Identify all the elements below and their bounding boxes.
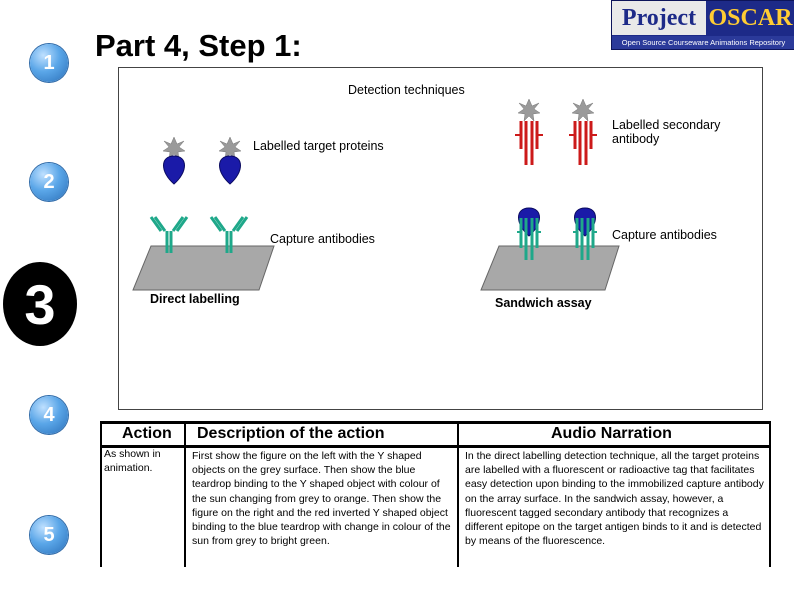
step-4-number: 4 (43, 403, 55, 426)
surface-right (480, 245, 620, 291)
diagram-artwork (132, 98, 620, 291)
label-capture-left: Capture antibodies (270, 232, 375, 246)
step-1-number: 1 (43, 51, 55, 74)
target-protein-1-drop (163, 155, 185, 185)
step-5-marker[interactable]: 5 (30, 516, 68, 554)
caption-sandwich-assay: Sandwich assay (495, 296, 592, 310)
diagram-panel: Detection techniques Labelled target pro… (118, 67, 763, 410)
table-header-rule (101, 445, 771, 448)
label-target-proteins: Labelled target proteins (253, 139, 384, 153)
logo-tagline: Open Source Courseware Animations Reposi… (612, 36, 794, 49)
logo-word-project: Project (612, 1, 706, 35)
secondary-antibody-2 (567, 119, 599, 167)
caption-direct-labelling: Direct labelling (150, 292, 240, 306)
secondary-star-1 (517, 98, 541, 122)
table-col-divider-1 (184, 421, 186, 567)
table-left-border (100, 421, 102, 567)
cell-action: As shown in animation. (104, 448, 161, 475)
step-2-marker[interactable]: 2 (30, 163, 68, 201)
logo-word-oscar: OSCAR (706, 1, 794, 35)
project-oscar-logo: Project OSCAR Open Source Courseware Ani… (611, 0, 794, 50)
label-secondary-antibody: Labelled secondary antibody (612, 118, 721, 146)
table-col-divider-2 (457, 421, 459, 567)
table-top-rule (101, 421, 771, 424)
diagram-heading: Detection techniques (348, 83, 465, 97)
label-capture-right: Capture antibodies (612, 228, 717, 242)
step-3-number: 3 (24, 272, 56, 336)
table-right-border (769, 421, 771, 567)
step-2-number: 2 (43, 170, 55, 193)
step-3-marker[interactable]: 3 (3, 262, 77, 346)
target-protein-2-drop (219, 155, 241, 185)
secondary-antibody-1 (513, 119, 545, 167)
page-title: Part 4, Step 1: (95, 28, 302, 63)
step-5-number: 5 (43, 523, 55, 546)
secondary-star-2 (571, 98, 595, 122)
header-description: Description of the action (197, 425, 385, 442)
header-narration: Audio Narration (551, 425, 672, 442)
surface-left (132, 245, 275, 291)
cell-narration: In the direct labelling detection techni… (465, 450, 764, 548)
header-action: Action (122, 425, 172, 442)
cell-description: First show the figure on the left with t… (192, 450, 451, 548)
step-4-marker[interactable]: 4 (30, 396, 68, 434)
step-1-marker[interactable]: 1 (30, 44, 68, 82)
